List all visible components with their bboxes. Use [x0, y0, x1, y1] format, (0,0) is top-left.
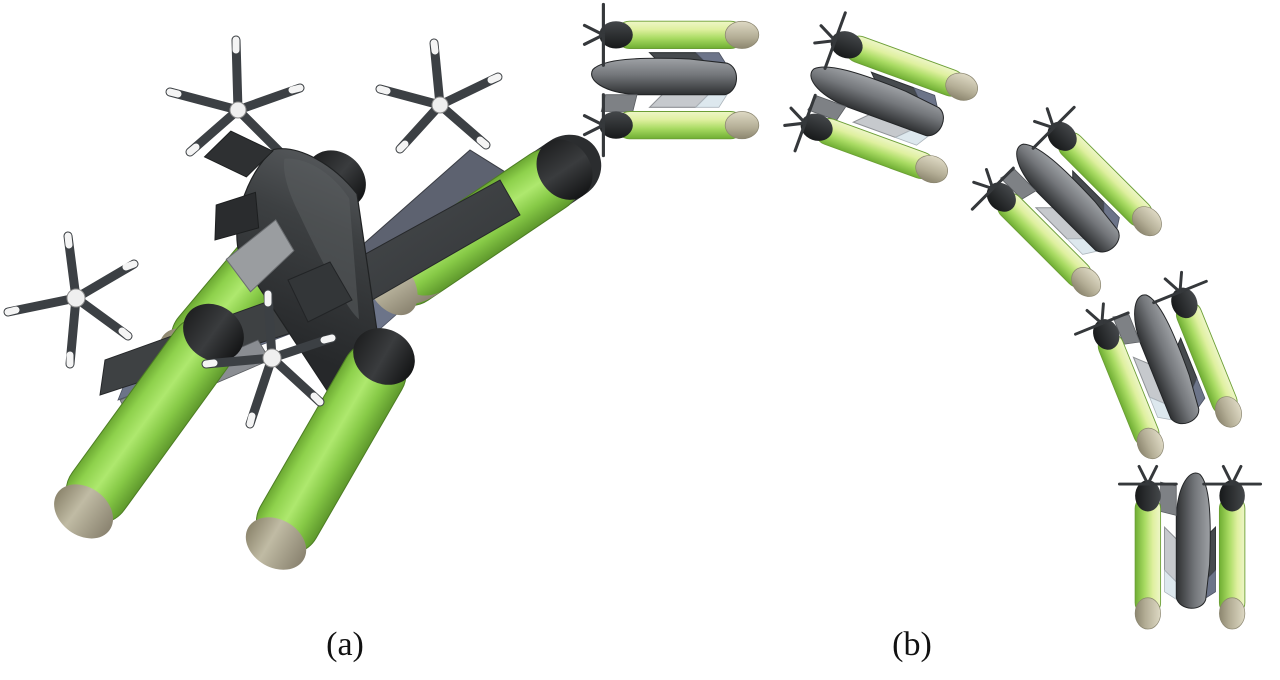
stage-cruise-top-view [582, 2, 761, 158]
propeller-lower-center [201, 289, 337, 429]
transition-sequence-svg [582, 2, 1263, 631]
spinner-cone-ll [183, 303, 244, 362]
spinner-cone-lc [353, 328, 415, 385]
stage-hover-vertical [1117, 464, 1263, 631]
wing-root-joint [287, 261, 353, 323]
panel-a-perspective-view [0, 0, 640, 615]
stage-transition-late [1067, 263, 1263, 471]
nacelle-lower-center [245, 328, 415, 570]
panel-a-caption: (a) [326, 626, 364, 663]
panel-b-caption: (b) [892, 626, 932, 663]
nacelle-tip-cap-lc [245, 517, 307, 570]
spinner-cone-ur [536, 139, 593, 200]
prop-hub-ul [229, 101, 247, 119]
aircraft-perspective-svg [3, 35, 602, 570]
tail-fin-upper [203, 130, 274, 178]
panel-b-transition-sequence [540, 0, 1280, 631]
nacelle-lower-left [54, 303, 244, 539]
ventral-fin [225, 219, 295, 293]
prop-hub-lc [262, 348, 282, 368]
nacelle-tip-cap-ll [54, 484, 114, 539]
propeller-lower-left [3, 231, 139, 369]
propeller-upper-right [375, 38, 503, 154]
tail-fin-lower [214, 191, 260, 241]
stage-transition-mid [958, 93, 1181, 316]
prop-hub-ll [66, 288, 86, 308]
stage-transition-early [776, 5, 989, 205]
prop-hub-ur [431, 96, 449, 114]
